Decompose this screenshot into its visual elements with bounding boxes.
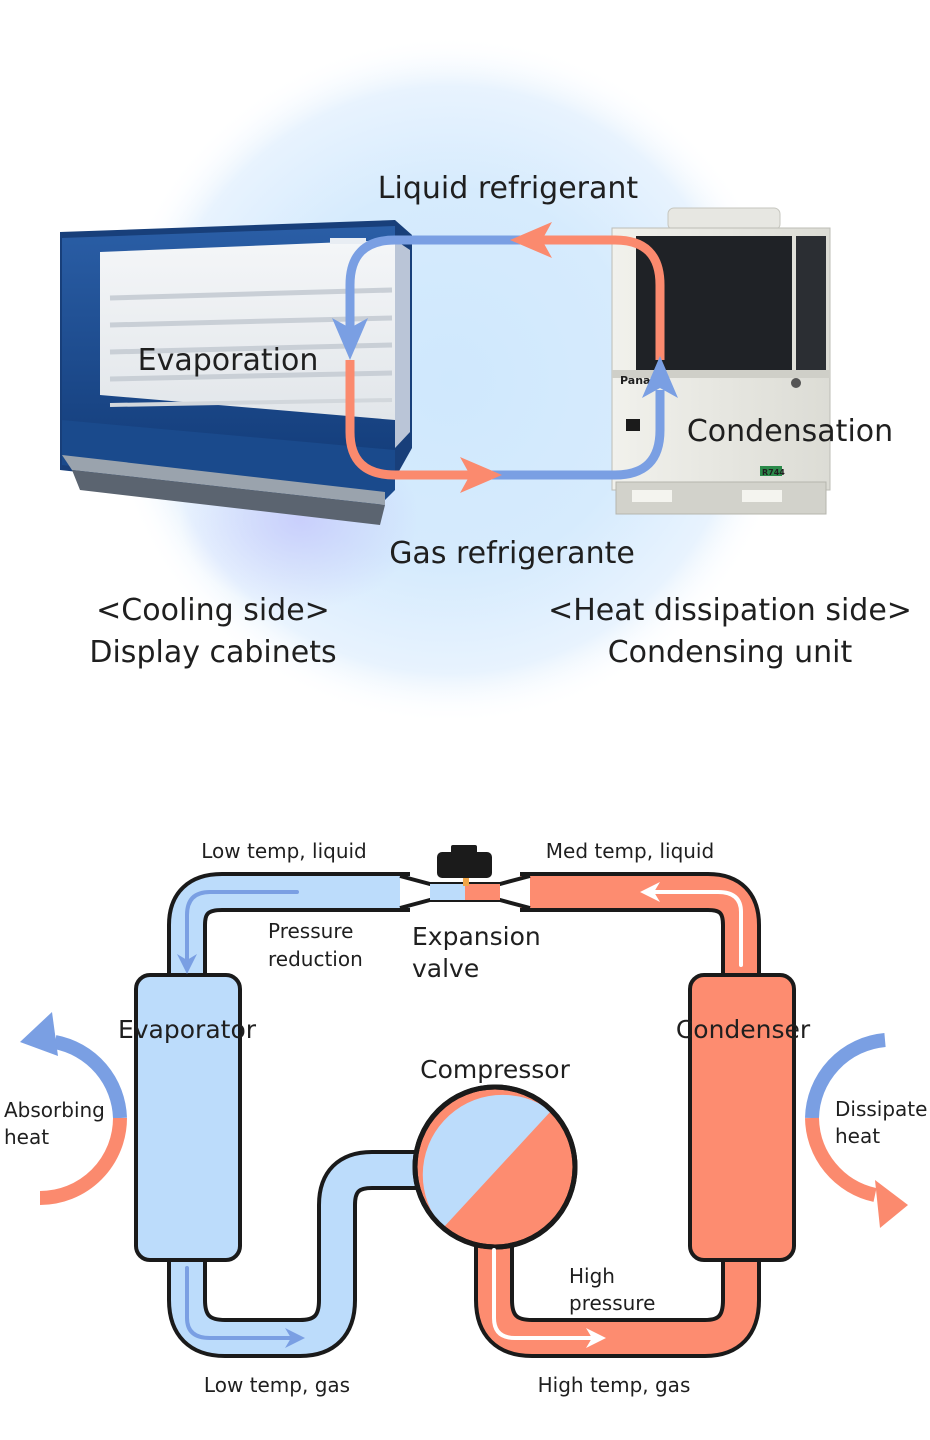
flow-arrows bbox=[185, 890, 743, 1340]
arrow-up-icon bbox=[642, 356, 678, 398]
high-pressure-line2: pressure bbox=[569, 1291, 655, 1315]
high-temp-gas-label: High temp, gas bbox=[538, 1373, 691, 1397]
low-temp-gas-label: Low temp, gas bbox=[204, 1373, 350, 1397]
evaporator-tank bbox=[134, 973, 242, 1262]
gas-refrigerant-label: Gas refrigerante bbox=[389, 536, 635, 571]
cycle-diagram: Low temp, liquid Med temp, liquid Pressu… bbox=[4, 839, 927, 1397]
liquid-refrigerant-label: Liquid refrigerant bbox=[378, 171, 639, 206]
dissipate-heat-arrow-icon bbox=[805, 1033, 886, 1202]
compressor bbox=[412, 1084, 578, 1250]
gas-line-hot bbox=[345, 360, 480, 480]
dissipate-heat-line2: heat bbox=[835, 1124, 880, 1148]
absorbing-heat-line1: Absorbing bbox=[4, 1098, 105, 1122]
display-cabinet-image bbox=[60, 220, 412, 525]
display-cabinets-label: Display cabinets bbox=[89, 635, 336, 670]
unit-badge: R744 bbox=[762, 468, 785, 477]
arrow-down-icon bbox=[332, 318, 368, 360]
condensation-label: Condensation bbox=[687, 414, 893, 449]
heat-side-label: <Heat dissipation side> bbox=[548, 593, 912, 628]
arrow-liquid-icon bbox=[510, 222, 552, 258]
condenser-tank bbox=[688, 973, 796, 1262]
dissipate-heat-line1: Dissipate bbox=[835, 1097, 927, 1121]
med-temp-liquid-label: Med temp, liquid bbox=[546, 839, 714, 863]
absorbing-heat-line2: heat bbox=[4, 1125, 49, 1149]
liquid-line-cold bbox=[345, 235, 520, 345]
top-illustration: Panaso R744 Liquid refrigerant Evaporati… bbox=[60, 35, 912, 725]
expansion-valve bbox=[399, 845, 531, 910]
expansion-valve-line1: Expansion bbox=[412, 922, 541, 951]
liquid-line-hot bbox=[520, 235, 665, 360]
expansion-valve-line2: valve bbox=[412, 954, 479, 983]
dissipate-heat-arrowhead-icon bbox=[875, 1180, 908, 1228]
arrow-evap-down-icon bbox=[177, 954, 197, 974]
condenser-label: Condenser bbox=[676, 1015, 811, 1044]
pressure-reduction-line2: reduction bbox=[268, 947, 363, 971]
evaporator-label: Evaporator bbox=[118, 1015, 257, 1044]
arrow-gas-icon bbox=[460, 457, 502, 493]
arrow-high-gas-icon bbox=[586, 1328, 606, 1348]
arrow-med-liquid-icon bbox=[640, 882, 660, 902]
high-pressure-line1: High bbox=[569, 1264, 615, 1288]
cooling-side-label: <Cooling side> bbox=[96, 593, 330, 628]
gas-line-cold bbox=[480, 390, 665, 480]
absorbing-heat-arrow-icon bbox=[39, 1035, 127, 1205]
absorbing-heat-arrowhead-icon bbox=[20, 1012, 58, 1056]
condensing-unit-label: Condensing unit bbox=[608, 635, 853, 670]
low-temp-liquid-label: Low temp, liquid bbox=[201, 839, 367, 863]
arrow-low-gas-icon bbox=[285, 1328, 305, 1348]
compressor-label: Compressor bbox=[420, 1055, 570, 1084]
evaporation-label: Evaporation bbox=[138, 343, 319, 378]
refrigerant-loop bbox=[345, 235, 665, 480]
pressure-reduction-line1: Pressure bbox=[268, 919, 353, 943]
